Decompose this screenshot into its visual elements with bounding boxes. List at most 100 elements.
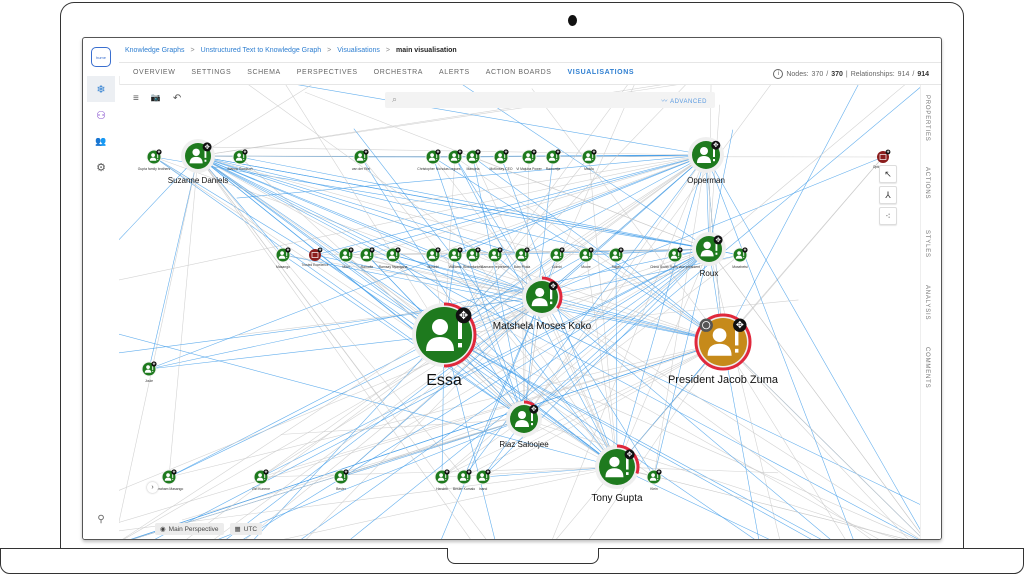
cluster-tool-button[interactable]: ⁖ — [879, 207, 897, 225]
tab-settings[interactable]: SETTINGS — [191, 69, 232, 76]
graph-node-major[interactable]: ✥Opperman — [687, 137, 725, 185]
graph-node-major[interactable]: ✥Roux — [692, 232, 726, 278]
graph-node[interactable]: ✥Msiulu — [581, 149, 597, 171]
tab-overview[interactable]: OVERVIEW — [133, 69, 176, 76]
expand-icon[interactable] — [444, 469, 450, 475]
expand-icon[interactable] — [457, 149, 463, 155]
expand-icon[interactable] — [395, 247, 401, 253]
app-logo[interactable]: hume — [83, 38, 119, 76]
tab-properties[interactable]: PROPERTIES — [924, 95, 930, 142]
graph-node[interactable]: ✥Vi Majuba Power — [516, 149, 543, 171]
camera-icon[interactable]: 📷 — [150, 93, 161, 102]
sidebar-item-graph[interactable]: ⚇ — [87, 102, 115, 128]
expand-icon[interactable] — [475, 149, 481, 155]
graph-node[interactable]: ✥Mandela — [465, 149, 481, 171]
expand-icon[interactable] — [531, 149, 537, 155]
graph-node[interactable]: ✥China South Rail's vice-president — [650, 247, 700, 269]
graph-node[interactable]: ✥Gupta family brothers — [138, 149, 171, 171]
expand-panel-button[interactable]: › — [147, 482, 158, 493]
graph-node[interactable]: ✥Williams — [447, 247, 463, 269]
menu-icon[interactable]: ≡ — [133, 93, 139, 104]
tab-orchestra[interactable]: ORCHESTRA — [373, 69, 424, 76]
breadcrumb-unstructured-text[interactable]: Unstructured Text to Knowledge Graph — [200, 47, 322, 54]
expand-icon[interactable] — [317, 247, 323, 253]
expand-icon[interactable] — [711, 140, 721, 150]
tab-styles[interactable]: STYLES — [924, 230, 930, 258]
expand-icon[interactable] — [435, 149, 441, 155]
expand-icon[interactable] — [348, 247, 354, 253]
tab-comments[interactable]: COMMENTS — [924, 347, 930, 389]
expand-icon[interactable] — [588, 247, 594, 253]
timezone-chip[interactable]: ▦UTC — [229, 523, 263, 535]
search-input[interactable] — [405, 92, 659, 110]
graph-node[interactable]: ✥Bester Kumalo — [453, 469, 475, 491]
graph-node[interactable]: ✥Inand — [475, 469, 491, 491]
undo-icon[interactable]: ↶ — [172, 93, 182, 104]
graph-node[interactable]: ✥McKinsey CEO — [490, 149, 513, 171]
tab-perspectives[interactable]: PERSPECTIVES — [296, 69, 358, 76]
sidebar-item-settings[interactable]: ⚙ — [87, 154, 115, 180]
user-icon[interactable]: ⚲ — [97, 514, 105, 525]
expand-icon[interactable] — [624, 449, 635, 460]
sidebar-item-users[interactable]: 👥 — [87, 128, 115, 154]
graph-node[interactable]: ✥Bam Phala — [514, 247, 531, 269]
breadcrumb-visualisations[interactable]: Visualisations — [337, 47, 380, 54]
expand-icon[interactable] — [151, 361, 157, 367]
expand-icon[interactable] — [369, 247, 375, 253]
graph-node-major[interactable]: ✥Tony Gupta — [591, 444, 643, 504]
organisation-node[interactable]: ✥Trusted Excellence — [302, 247, 329, 267]
graph-node[interactable]: ✥Mosebi — [425, 247, 441, 269]
graph-node[interactable]: ✥Hendrik — [434, 469, 450, 491]
graph-node[interactable]: ✥Gumbi — [549, 247, 565, 269]
layout-tool-button[interactable]: ⅄ — [879, 186, 897, 204]
graph-node[interactable]: ✥Moore — [578, 247, 594, 269]
expand-icon[interactable] — [497, 247, 503, 253]
graph-node-major[interactable]: ✥Matshela Moses Koko — [493, 276, 592, 332]
graph-node[interactable]: ✥Christopher Nicholas — [417, 149, 449, 171]
expand-icon[interactable] — [363, 149, 369, 155]
tab-analysis[interactable]: ANALYSIS — [924, 285, 930, 321]
graph-node[interactable]: ✥Muzi — [338, 247, 354, 269]
expand-icon[interactable] — [559, 247, 565, 253]
tab-schema[interactable]: SCHEMA — [247, 69, 281, 76]
expand-icon[interactable] — [656, 469, 662, 475]
target-icon[interactable] — [699, 318, 713, 332]
graph-node[interactable]: ✥Gamane represent — [481, 247, 509, 269]
expand-icon[interactable] — [713, 235, 723, 245]
tab-visualisations[interactable]: VISUALISATIONS — [559, 60, 643, 86]
graph-node[interactable]: ✥Bloemfontein — [463, 247, 483, 269]
expand-icon[interactable] — [466, 469, 472, 475]
expand-icon[interactable] — [524, 247, 530, 253]
graph-node[interactable]: ✥Abraham Masango — [155, 469, 184, 491]
graph-node[interactable]: ✥van der Riet — [352, 149, 370, 171]
expand-icon[interactable] — [285, 247, 291, 253]
expand-icon[interactable] — [455, 307, 472, 324]
graph-node-major[interactable]: ✥Riaz Saloojee — [499, 400, 549, 449]
expand-icon[interactable] — [485, 469, 491, 475]
graph-node-major[interactable]: ✥President Jacob Zuma — [668, 313, 779, 386]
expand-icon[interactable] — [885, 149, 891, 155]
expand-icon[interactable] — [733, 318, 747, 332]
graph-node[interactable]: ✥Legues — [447, 149, 463, 171]
graph-canvas[interactable]: ✥Gupta family brothers ✥Bianca Goodson ✥va… — [119, 85, 921, 539]
graph-svg[interactable]: ✥Gupta family brothers ✥Bianca Goodson ✥va… — [119, 85, 921, 539]
expand-icon[interactable] — [555, 149, 561, 155]
tab-alerts[interactable]: ALERTS — [439, 69, 470, 76]
perspective-chip[interactable]: ◉Main Perspective — [155, 523, 224, 535]
info-icon[interactable]: i — [773, 69, 784, 79]
graph-node-major[interactable]: ✥Essa — [412, 302, 477, 389]
expand-icon[interactable] — [591, 149, 597, 155]
expand-icon[interactable] — [156, 149, 162, 155]
expand-icon[interactable] — [242, 149, 248, 155]
expand-icon[interactable] — [529, 404, 539, 414]
expand-icon[interactable] — [171, 469, 177, 475]
expand-icon[interactable] — [475, 247, 481, 253]
advanced-search-button[interactable]: 〰 ADVANCED — [661, 96, 707, 105]
breadcrumb-knowledge-graphs[interactable]: Knowledge Graphs — [125, 47, 185, 54]
graph-node[interactable]: ✥Zizi Kunene — [252, 469, 270, 491]
graph-node[interactable]: ✥Klein — [646, 469, 662, 491]
graph-node-major[interactable]: ✥Suzanne Daniels — [168, 139, 228, 185]
select-tool-button[interactable]: ↖ — [879, 165, 897, 183]
graph-node[interactable]: ✥Bianca Goodson — [227, 149, 253, 171]
expand-icon[interactable] — [435, 247, 441, 253]
